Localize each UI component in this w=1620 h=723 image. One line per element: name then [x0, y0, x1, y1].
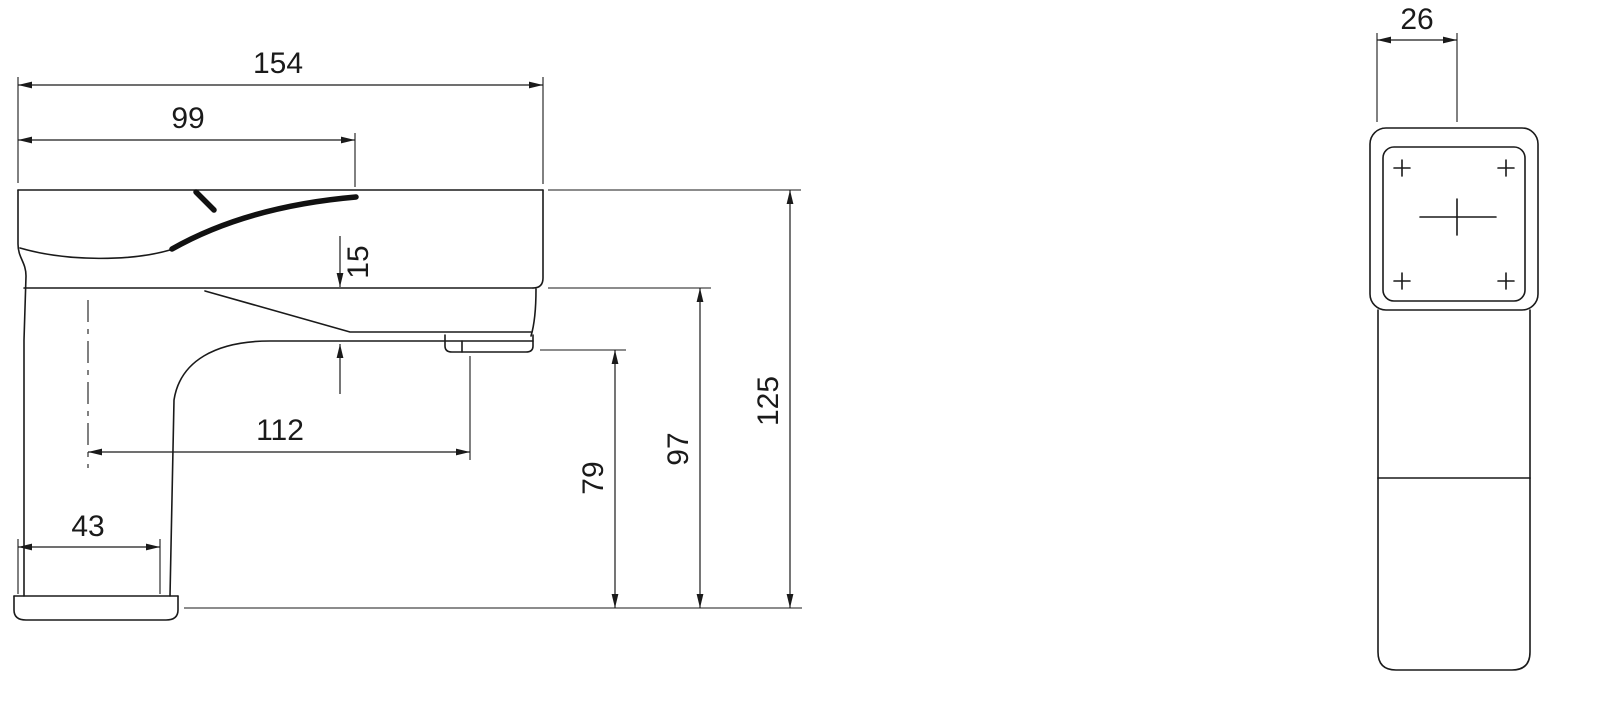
spout-tip-lower-edge: [530, 288, 537, 337]
spout-inner-slope: [204, 290, 532, 333]
dim-label-154: 154: [253, 47, 303, 80]
cartridge-crosshair: [1419, 198, 1497, 236]
spout-front-block: [1377, 477, 1531, 671]
dimension-handle-reach: 99: [18, 102, 356, 187]
dimension-total-height: 125: [548, 189, 801, 608]
dimension-spout-thickness: 15: [336, 236, 410, 394]
lever-tip-mark: [193, 189, 217, 213]
dim-label-112: 112: [256, 414, 304, 447]
dim-label-97: 97: [662, 432, 695, 465]
dimension-spout-reach: 112: [88, 356, 471, 460]
dim-label-15: 15: [342, 245, 375, 278]
lever-handle-curve: [169, 194, 359, 252]
dimension-total-length: 154: [17, 47, 544, 184]
dim-label-99: 99: [171, 102, 204, 135]
spout-underside-curve: [169, 340, 534, 597]
screw-cross-top-left: [1393, 159, 1411, 177]
spout-tip-right-edge: [532, 189, 544, 289]
dim-label-79: 79: [577, 461, 610, 494]
screw-cross-bottom-left: [1393, 272, 1411, 290]
body-shoulder-curve: [19, 247, 171, 260]
faucet-side-outline: [13, 189, 544, 621]
faucet-front-outline: [1369, 127, 1539, 671]
screw-cross-top-right: [1497, 159, 1515, 177]
front-view: 26: [1369, 3, 1539, 671]
dim-label-26: 26: [1400, 3, 1433, 36]
dimension-handle-width: 26: [1376, 3, 1458, 122]
side-view: 154 99 15 112: [13, 47, 802, 621]
dim-label-125: 125: [752, 376, 785, 426]
handle-inner-rect: [1382, 146, 1526, 302]
dimension-aerator-height: 79: [540, 349, 626, 608]
handle-outer-rect: [1369, 127, 1539, 311]
dim-label-43: 43: [71, 510, 104, 543]
base-flange: [13, 595, 179, 621]
aerator-block: [444, 334, 534, 353]
dimension-body-width: 43: [17, 510, 161, 594]
body-left-edge: [17, 189, 27, 597]
screw-cross-bottom-right: [1497, 272, 1515, 290]
dimension-spout-height: 97: [548, 287, 711, 608]
